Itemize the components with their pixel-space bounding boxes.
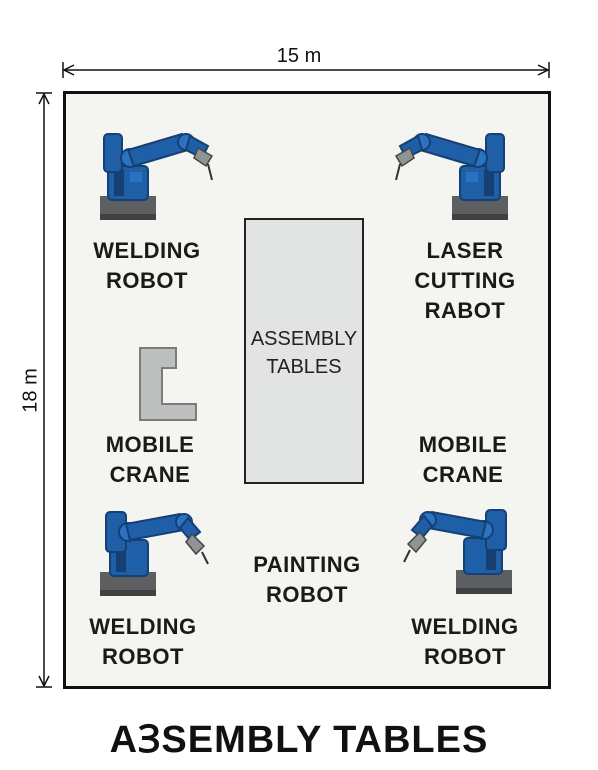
- assembly-tables-label: ASSEMBLY TABLES: [250, 328, 358, 378]
- mobile-crane-label-left: MOBILE CRANE: [105, 432, 195, 487]
- width-dimension-label: 15 m: [276, 45, 322, 67]
- height-dimension-label-wrap: 18 m: [16, 367, 46, 413]
- robot-arm-icon: [100, 511, 209, 597]
- painting-robot-label: PAINTING ROBOT: [253, 552, 361, 607]
- laser-cutting-robot-label: LASER CUTTING RABOT: [414, 238, 516, 323]
- welding-robot-label-bottom-right: WELDING ROBOT: [411, 614, 519, 669]
- height-dimension-arrow: [36, 92, 52, 688]
- welding-robot-label-top-left: WELDING ROBOT: [93, 238, 201, 293]
- height-dimension-label: 18 m: [19, 367, 42, 413]
- mobile-crane-label-right: MOBILE CRANE: [418, 432, 508, 487]
- assembly-tables-area: ASSEMBLY TABLES: [244, 218, 364, 484]
- mobile-crane-icon: [139, 347, 197, 421]
- width-dimension-arrow: [62, 62, 550, 78]
- welding-robot-label-bottom-left: WELDING ROBOT: [89, 614, 197, 669]
- robot-arm-icon: [403, 509, 512, 595]
- footer-title: AꞫSEMBLY TABLES: [109, 719, 489, 761]
- robot-arm-icon: [395, 133, 508, 221]
- robot-arm-icon: [100, 133, 213, 221]
